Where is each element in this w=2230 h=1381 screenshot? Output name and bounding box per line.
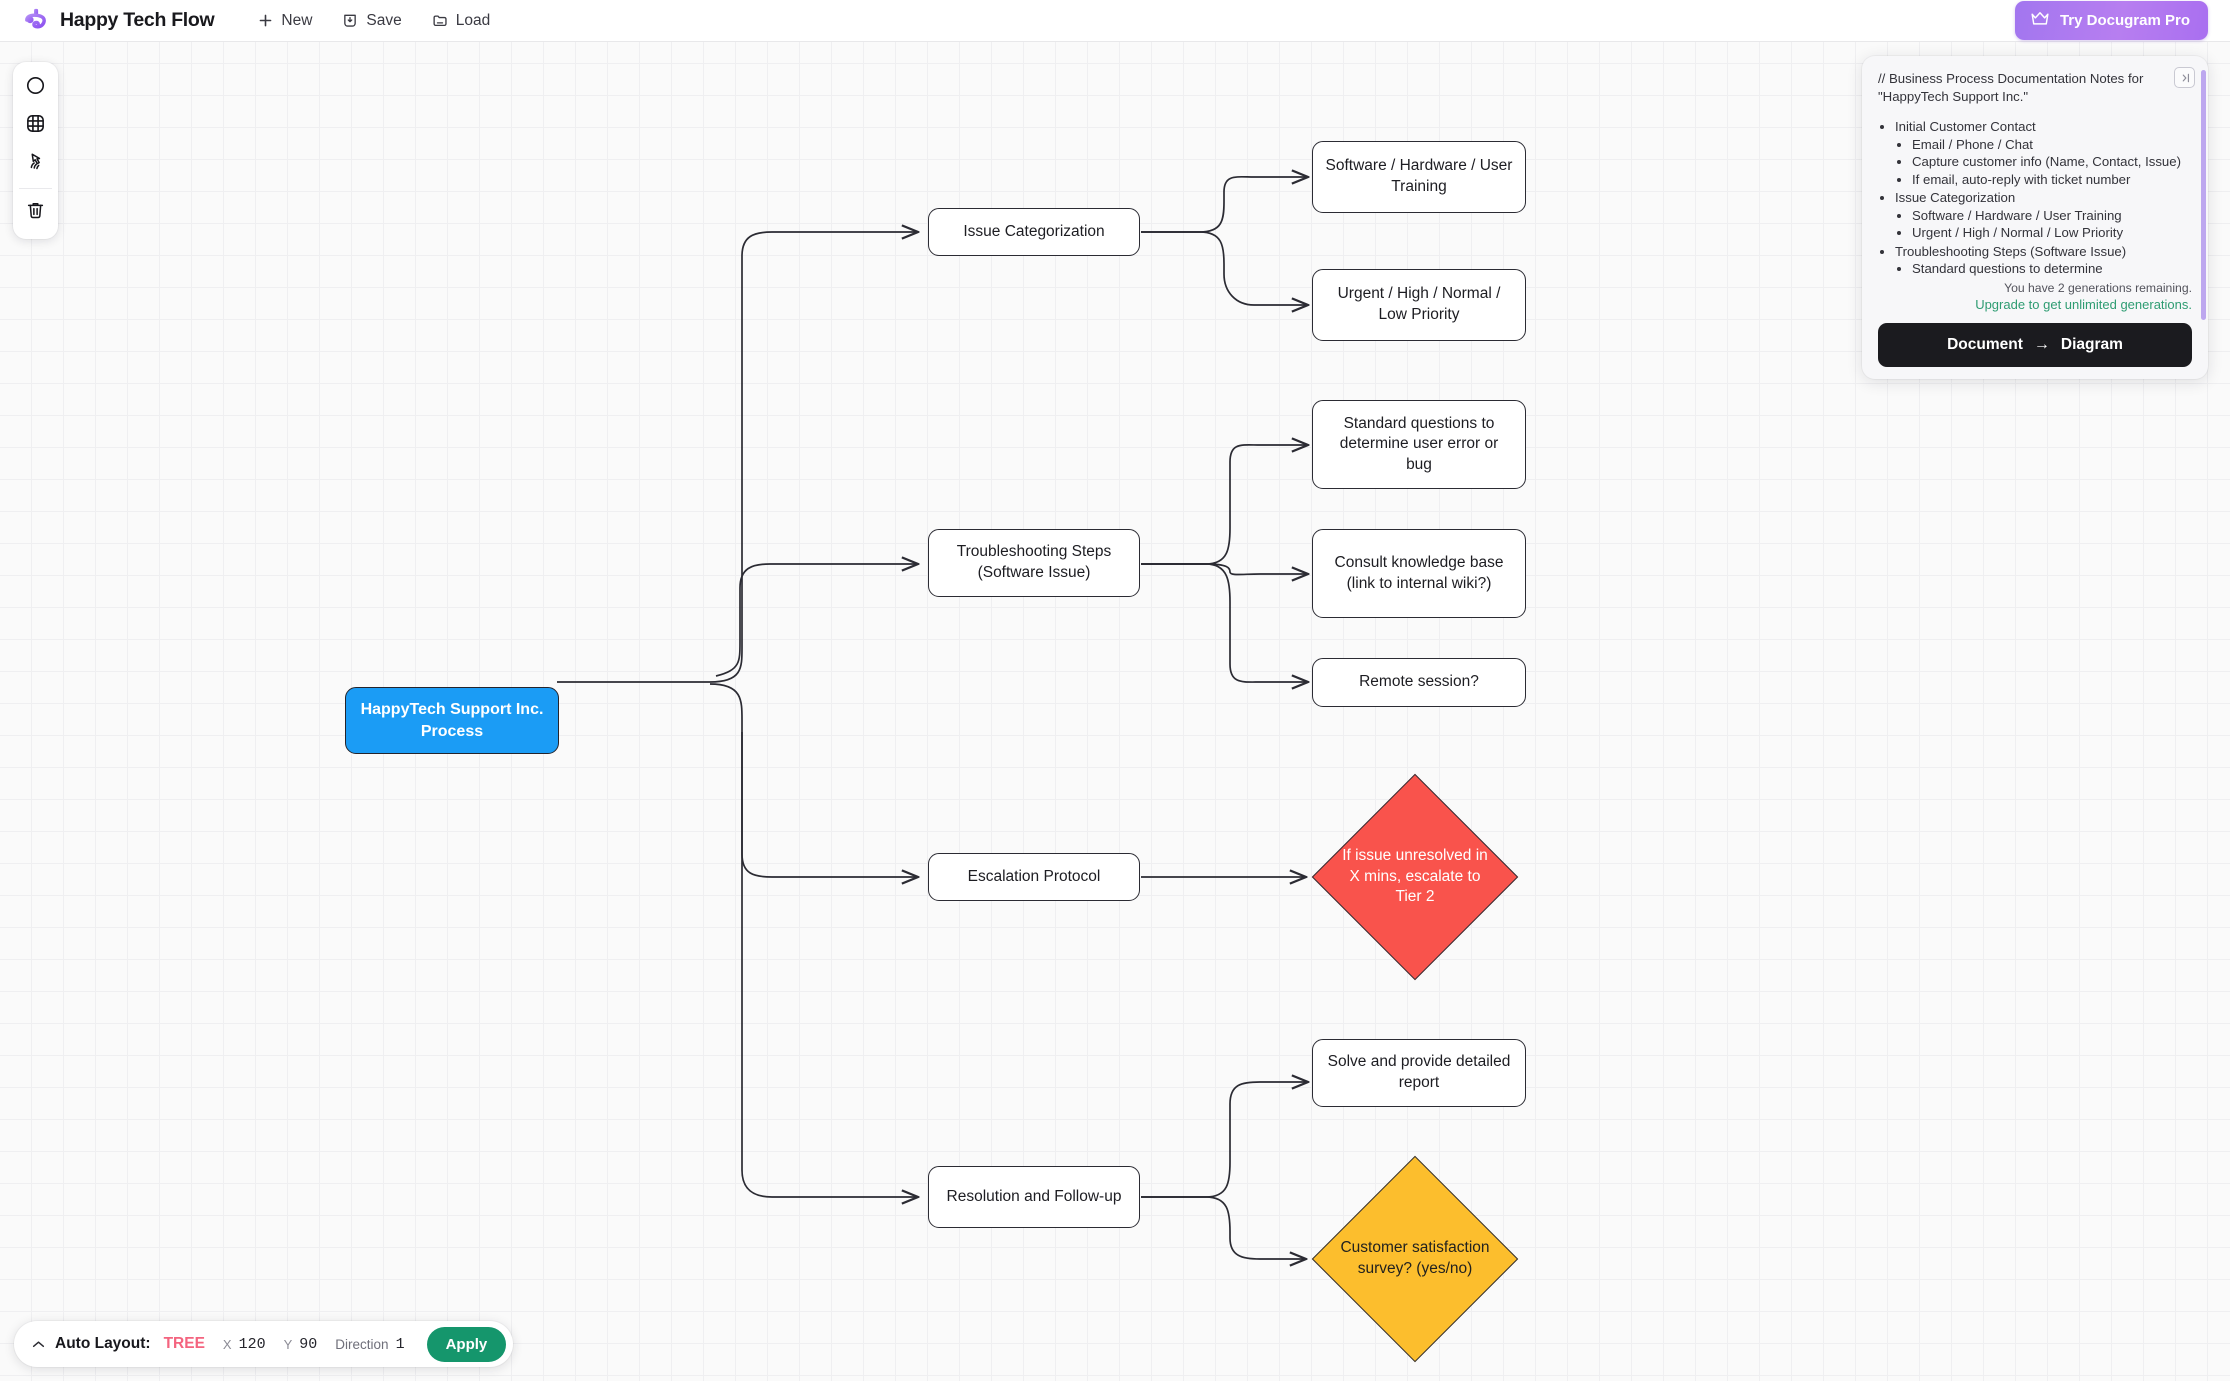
node-label: Escalation Protocol — [967, 867, 1101, 885]
notes-item-label: Issue Categorization — [1895, 190, 2016, 206]
save-button-label: Save — [366, 11, 402, 29]
direction-field-value[interactable]: 1 — [395, 1335, 405, 1353]
node-urgent-high-normal-low-priority[interactable]: Urgent / High / Normal / Low Priority — [1312, 269, 1526, 341]
circle-icon — [25, 75, 46, 101]
node-consult-knowledge-base[interactable]: Consult knowledge base (link to internal… — [1312, 529, 1526, 618]
document-to-diagram-button[interactable]: Document → Diagram — [1878, 323, 2192, 368]
node-label: Software / Hardware / User Training — [1325, 157, 1513, 195]
convert-from-label: Document — [1947, 336, 2023, 354]
notes-subitem: Capture customer info (Name, Contact, Is… — [1912, 153, 2182, 171]
new-button[interactable]: New — [256, 9, 314, 33]
notes-heading: // Business Process Documentation Notes … — [1878, 70, 2182, 105]
try-docugram-pro-label: Try Docugram Pro — [2059, 12, 2190, 29]
header-actions: New Save Load — [256, 9, 492, 33]
notes-heading-text: // Business Process Documentation Notes … — [1878, 71, 2148, 104]
shape-circle-tool[interactable] — [17, 69, 55, 107]
notes-subitem: Urgent / High / Normal / Low Priority — [1912, 224, 2182, 242]
diagram-edges — [557, 42, 2230, 1381]
notes-sublist: Standard questions to determine — [1895, 260, 2182, 278]
y-field-value[interactable]: 90 — [299, 1335, 318, 1353]
grid-icon — [25, 113, 46, 139]
node-solve-detailed-report[interactable]: Solve and provide detailed report — [1312, 1039, 1526, 1107]
node-label: Remote session? — [1359, 673, 1479, 691]
notes-item: Issue Categorization Software / Hardware… — [1895, 189, 2182, 242]
node-label: Troubleshooting Steps (Software Issue) — [956, 543, 1112, 581]
cursor-hand-icon — [25, 151, 46, 177]
x-field: X 120 — [223, 1336, 266, 1353]
notes-content[interactable]: // Business Process Documentation Notes … — [1878, 70, 2192, 279]
plus-icon — [258, 13, 273, 28]
node-remote-session[interactable]: Remote session? — [1312, 658, 1526, 707]
upgrade-link[interactable]: Upgrade to get unlimited generations. — [1975, 297, 2192, 313]
auto-layout-bar: Auto Layout: TREE X 120 Y 90 Direction 1… — [14, 1321, 514, 1367]
node-customer-satisfaction-survey[interactable]: Customer satisfaction survey? (yes/no) — [1308, 1155, 1522, 1363]
happy-tech-logo-icon — [22, 7, 49, 34]
app-header: Happy Tech Flow New Save — [0, 0, 2230, 42]
node-label: Urgent / High / Normal / Low Priority — [1337, 285, 1501, 323]
notes-subitem: Software / Hardware / User Training — [1912, 207, 2182, 225]
pointer-tool[interactable] — [17, 145, 55, 183]
node-label: HappyTech Support Inc. Process — [360, 701, 544, 740]
node-standard-questions[interactable]: Standard questions to determine user err… — [1312, 400, 1526, 489]
page-title: Happy Tech Flow — [60, 9, 215, 31]
node-software-hardware-user-training[interactable]: Software / Hardware / User Training — [1312, 141, 1526, 213]
notes-scrollbar[interactable] — [2201, 70, 2206, 320]
grid-tool[interactable] — [17, 107, 55, 145]
node-label: Issue Categorization — [963, 222, 1105, 240]
y-field-label: Y — [283, 1336, 293, 1352]
node-escalate-tier-2[interactable]: If issue unresolved in X mins, escalate … — [1308, 773, 1522, 981]
notes-item-label: Troubleshooting Steps (Software Issue) — [1895, 243, 2127, 259]
node-label: Resolution and Follow-up — [946, 1187, 1122, 1205]
try-docugram-pro-button[interactable]: Try Docugram Pro — [2014, 1, 2208, 40]
direction-field: Direction 1 — [335, 1336, 404, 1353]
node-escalation-protocol[interactable]: Escalation Protocol — [928, 853, 1140, 901]
trash-icon — [25, 200, 46, 226]
new-button-label: New — [281, 11, 313, 29]
notes-item: Troubleshooting Steps (Software Issue) S… — [1895, 243, 2182, 278]
x-field-value[interactable]: 120 — [238, 1335, 266, 1353]
node-issue-categorization[interactable]: Issue Categorization — [928, 208, 1140, 256]
auto-layout-label: Auto Layout: — [55, 1335, 151, 1352]
tool-divider — [19, 188, 52, 189]
notes-item-label: Initial Customer Contact — [1895, 119, 2036, 135]
node-label: Solve and provide detailed report — [1327, 1053, 1511, 1091]
load-button[interactable]: Load — [430, 9, 492, 33]
arrow-right-icon: → — [2033, 336, 2050, 354]
notes-item: Initial Customer Contact Email / Phone /… — [1895, 118, 2182, 188]
node-resolution-follow-up[interactable]: Resolution and Follow-up — [928, 1166, 1140, 1228]
notes-subitem: Standard questions to determine — [1912, 260, 2182, 278]
auto-layout-mode[interactable]: TREE — [163, 1335, 205, 1352]
chevron-up-icon[interactable] — [32, 1336, 45, 1352]
notes-subitem: If email, auto-reply with ticket number — [1912, 171, 2182, 189]
direction-field-label: Direction — [335, 1336, 389, 1352]
delete-tool[interactable] — [17, 194, 55, 232]
diagram-canvas[interactable]: HappyTech Support Inc. Process Issue Cat… — [0, 42, 2230, 1381]
crown-icon — [2030, 10, 2050, 31]
notes-panel: // Business Process Documentation Notes … — [1862, 56, 2208, 380]
notes-subitem: Email / Phone / Chat — [1912, 136, 2182, 154]
node-label: If issue unresolved in X mins, escalate … — [1342, 847, 1488, 906]
node-label: Standard questions to determine user err… — [1339, 414, 1499, 473]
folder-icon — [432, 13, 448, 29]
node-label: Customer satisfaction survey? (yes/no) — [1340, 1239, 1490, 1277]
node-label: Consult knowledge base (link to internal… — [1334, 553, 1504, 592]
node-happytech-support-inc-process[interactable]: HappyTech Support Inc. Process — [345, 687, 559, 754]
save-button[interactable]: Save — [340, 9, 403, 33]
notes-sublist: Email / Phone / Chat Capture customer in… — [1895, 136, 2182, 189]
save-download-icon — [342, 13, 358, 29]
apply-button[interactable]: Apply — [426, 1326, 507, 1362]
x-field-label: X — [222, 1336, 232, 1352]
notes-sublist: Software / Hardware / User Training Urge… — [1895, 207, 2182, 242]
node-troubleshooting-steps[interactable]: Troubleshooting Steps (Software Issue) — [928, 529, 1140, 597]
tool-dock — [13, 62, 58, 239]
convert-to-label: Diagram — [2060, 336, 2123, 354]
panel-collapse-icon[interactable] — [2174, 67, 2195, 88]
generations-remaining: You have 2 generations remaining. — [2004, 281, 2192, 296]
notes-list: Initial Customer Contact Email / Phone /… — [1878, 118, 2182, 278]
load-button-label: Load — [455, 11, 491, 29]
brand: Happy Tech Flow — [22, 7, 215, 34]
y-field: Y 90 — [284, 1336, 318, 1353]
